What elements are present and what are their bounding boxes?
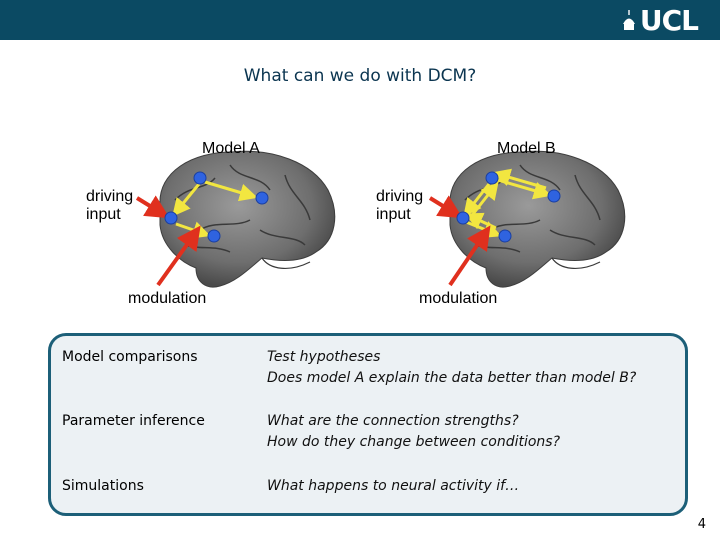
model-a-title: Model A — [202, 140, 260, 157]
connection-b-2r — [471, 181, 499, 215]
brain-a — [159, 150, 336, 288]
modulation-arrow-a — [156, 225, 201, 287]
slide-title: What can we do with DCM? — [243, 66, 477, 86]
node-a-4 — [207, 229, 221, 243]
ucl-logo: UCL — [622, 4, 699, 37]
connection-b-3r — [464, 212, 497, 230]
connection-a-2 — [172, 183, 201, 217]
node-b-4 — [498, 229, 512, 243]
node-a-1 — [193, 171, 207, 185]
row-label-model-comparisons: Model comparisons — [62, 349, 198, 365]
modulation-arrow-b — [448, 225, 491, 287]
model-a-modulation-label: modulation — [128, 290, 207, 307]
row-label-simulations: Simulations — [62, 478, 144, 494]
model-b-title: Model B — [497, 140, 556, 157]
page-number: 4 — [697, 517, 706, 532]
node-b-1 — [485, 171, 499, 185]
node-b-3 — [456, 211, 470, 225]
applications-panel — [48, 333, 688, 516]
model-b-driving-label: driving input — [376, 188, 424, 223]
row-label-parameter-inference: Parameter inference — [62, 413, 205, 429]
row-desc-model-comparisons-1: Test hypotheses — [267, 349, 381, 365]
connection-b-1r — [492, 168, 547, 190]
row-desc-parameter-inference-2: How do they change between conditions? — [267, 434, 561, 450]
row-desc-model-comparisons-2: Does model A explain the data better tha… — [267, 370, 637, 386]
row-desc-parameter-inference-1: What are the connection strengths? — [267, 413, 519, 429]
node-b-2 — [547, 189, 561, 203]
ucl-crest-icon — [622, 10, 635, 30]
driving-arrow-a — [135, 195, 170, 219]
driving-arrow-b — [428, 195, 463, 219]
connection-a-1 — [204, 180, 258, 202]
node-a-2 — [255, 191, 269, 205]
node-a-3 — [164, 211, 178, 225]
model-a-driving-label: driving input — [86, 188, 134, 223]
logo-text: UCL — [639, 4, 699, 37]
row-desc-simulations-1: What happens to neural activity if… — [267, 478, 520, 494]
header-bar: UCL — [0, 0, 720, 40]
model-b-modulation-label: modulation — [419, 290, 498, 307]
